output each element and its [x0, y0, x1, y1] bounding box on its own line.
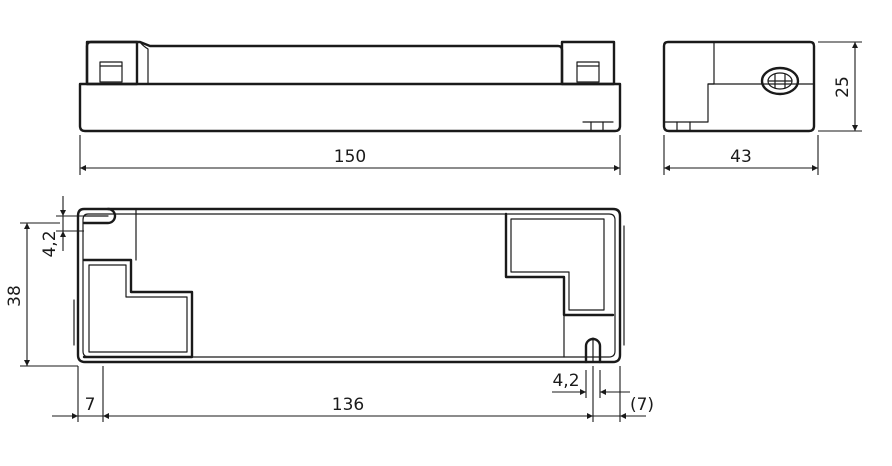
dimension-height-label: 25	[833, 76, 853, 98]
dimension-width-label: 43	[730, 147, 752, 167]
dimension-hole-pitch-label: 136	[332, 395, 364, 415]
top-view: 38 4,2 4,2 7 136 (7)	[5, 196, 654, 422]
dimension-margin-right-label: (7)	[630, 395, 654, 415]
side-view: 43 25	[662, 40, 862, 175]
dimension-margin-left-label: 7	[85, 395, 96, 415]
cable-clamp-icon	[760, 66, 800, 96]
dimension-body-width-label: 38	[5, 285, 25, 307]
front-view: 150	[78, 40, 622, 175]
dimension-hole-right-label: 4,2	[552, 371, 579, 391]
dimension-length-label: 150	[334, 147, 366, 167]
dimension-hole-left-label: 4,2	[40, 230, 60, 257]
